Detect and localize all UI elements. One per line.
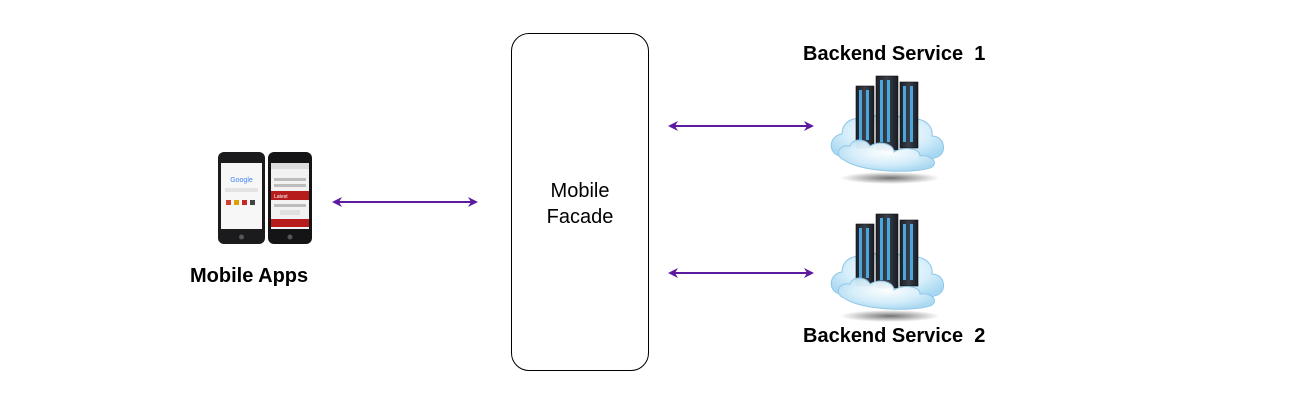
mobile-facade-line1: Mobile [550,180,610,202]
backend-service-2-label: Backend Service 2 [803,325,986,347]
backend-service-1-label: Backend Service 1 [803,43,986,65]
mobile-facade-line2: Facade [546,206,614,228]
phone-screen-banner: Latest [274,194,288,200]
mobile-facade-label: Mobile Facade [511,178,649,230]
backend-2-cloud-server-icon [830,213,945,323]
backend-1-cloud-server-icon [830,75,945,185]
mobile-facade-box [511,33,649,371]
phone-screen-logo: Google [230,177,253,184]
smartphones-icon: Google Latest [218,152,312,244]
mobile-apps-label: Mobile Apps [190,265,309,287]
